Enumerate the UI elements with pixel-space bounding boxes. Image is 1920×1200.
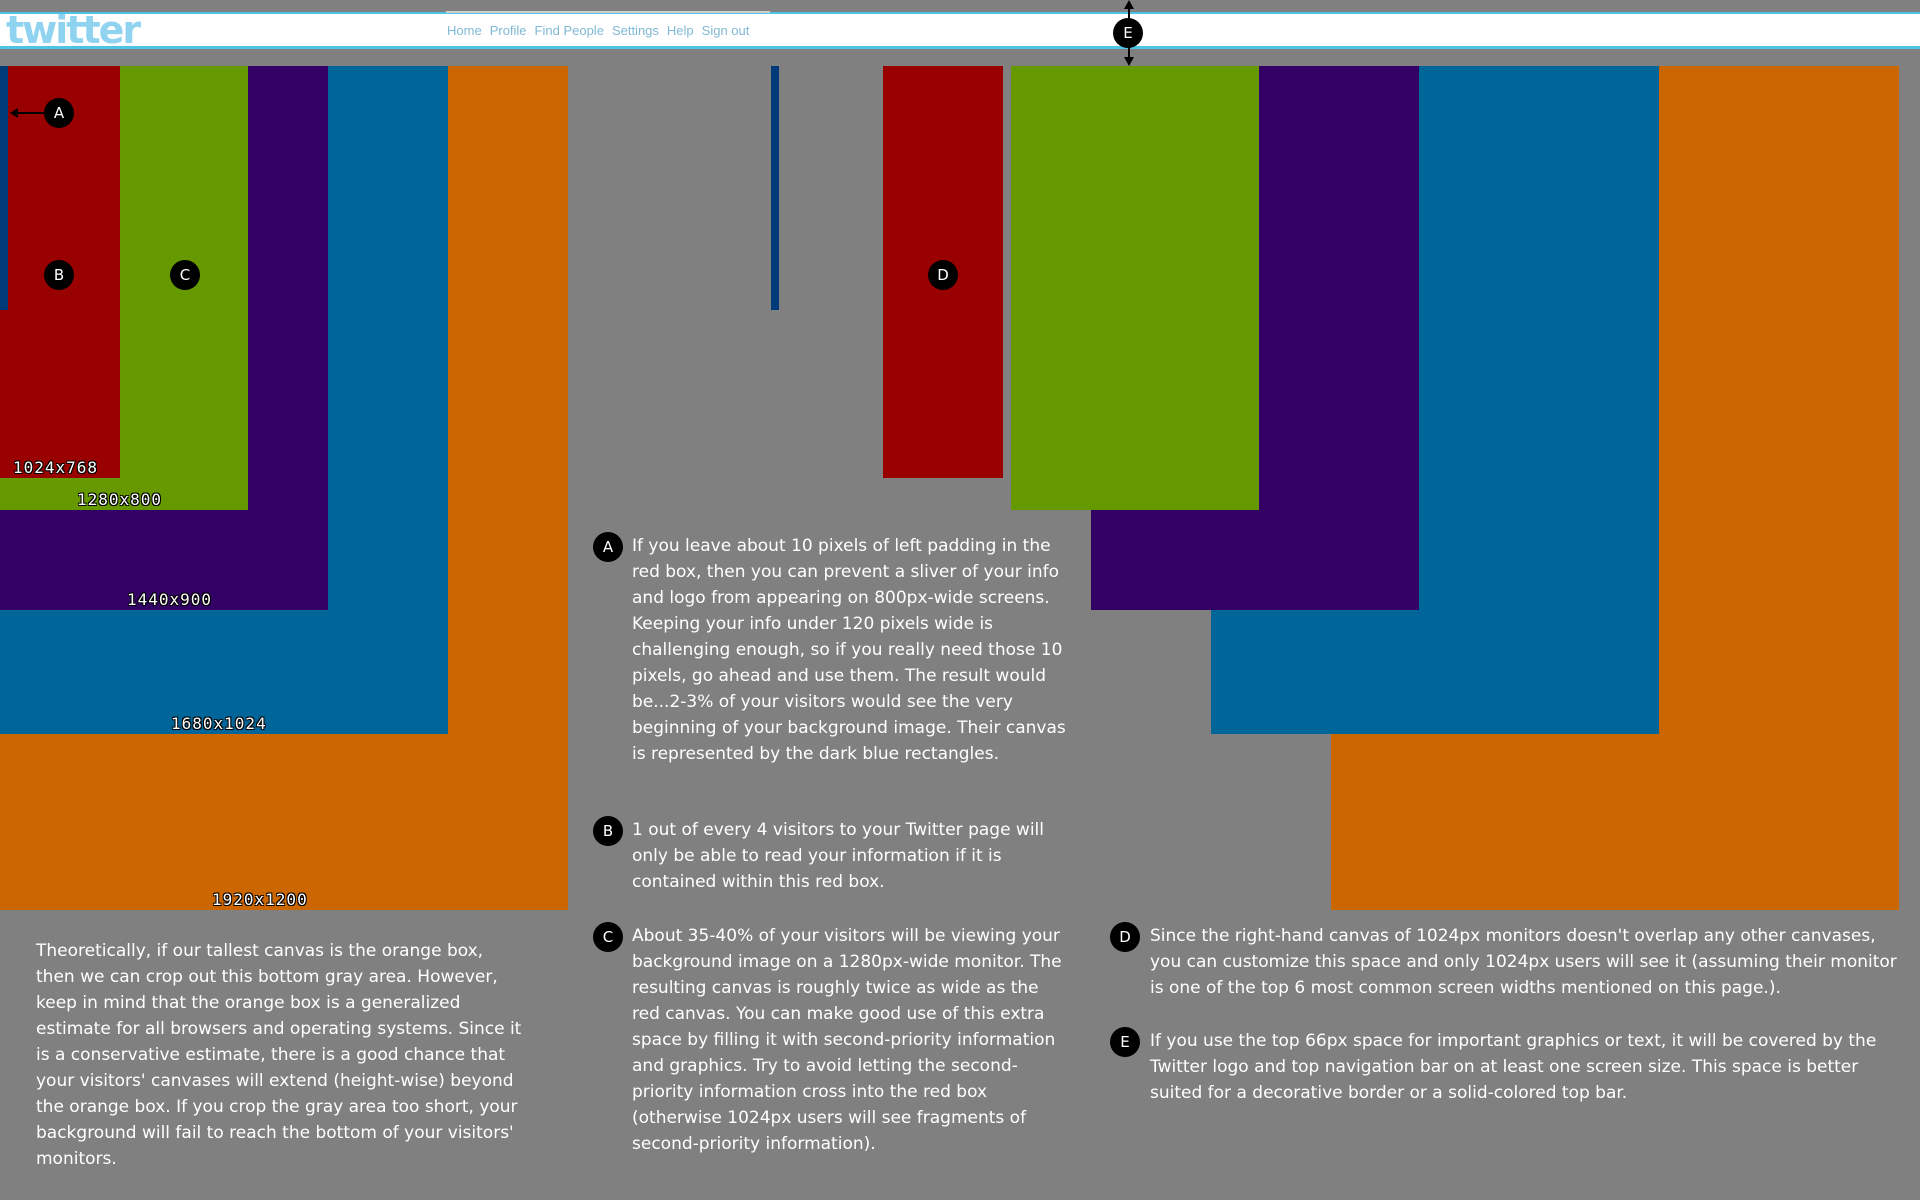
note-b: 1 out of every 4 visitors to your Twitte…: [632, 820, 1045, 892]
canvas-800px-left: [0, 66, 8, 310]
top-navigation-bar: twitter Home Profile Find People Setting…: [0, 8, 1920, 52]
nav-underline: [446, 11, 770, 13]
bottom-gray-area-note: Theoretically, if our tallest canvas is …: [36, 941, 522, 1169]
twitter-logo[interactable]: twitter: [6, 8, 141, 52]
nav-home[interactable]: Home: [447, 22, 482, 38]
label-1440x900: 1440x900: [127, 590, 213, 609]
label-1920x1200: 1920x1200: [212, 890, 308, 909]
marker-c: C: [170, 260, 200, 290]
canvas-800px-right: [771, 66, 779, 310]
note-e-badge: E: [1110, 1027, 1140, 1057]
note-a: If you leave about 10 pixels of left pad…: [632, 536, 1066, 764]
arrow-left-icon: [10, 108, 44, 118]
label-1280x800: 1280x800: [77, 490, 163, 509]
marker-b: B: [44, 260, 74, 290]
nav-find-people[interactable]: Find People: [534, 22, 604, 38]
canvas-1280x800-right: [1011, 66, 1259, 510]
marker-d: D: [928, 260, 958, 290]
marker-e: E: [1113, 18, 1143, 48]
note-a-badge: A: [593, 532, 623, 562]
note-c-badge: C: [593, 922, 623, 952]
label-1680x1024: 1680x1024: [171, 714, 267, 733]
note-d: Since the right-hand canvas of 1024px mo…: [1150, 926, 1897, 998]
marker-a: A: [44, 98, 74, 128]
nav-help[interactable]: Help: [666, 22, 694, 38]
note-b-badge: B: [593, 816, 623, 846]
note-e: If you use the top 66px space for import…: [1150, 1031, 1877, 1103]
note-c: About 35-40% of your visitors will be vi…: [632, 926, 1062, 1154]
label-1024x768: 1024x768: [13, 458, 99, 477]
top-nav: Home Profile Find People Settings Help S…: [447, 14, 757, 46]
note-d-badge: D: [1110, 922, 1140, 952]
nav-sign-out[interactable]: Sign out: [701, 22, 750, 38]
nav-settings[interactable]: Settings: [611, 22, 659, 38]
nav-profile[interactable]: Profile: [489, 22, 527, 38]
